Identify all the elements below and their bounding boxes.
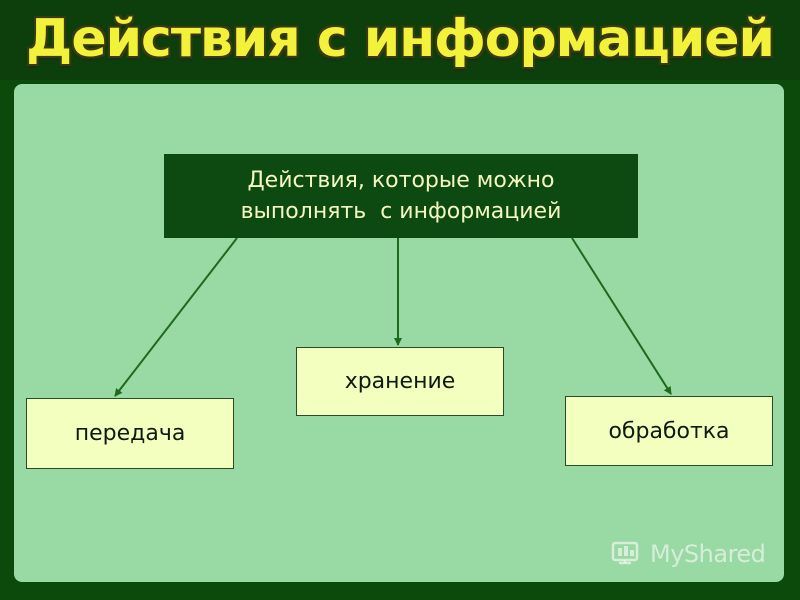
root-node-line-1: Действия, которые можно [247,168,555,193]
leaf-node-transfer: передача [26,398,234,469]
leaf-node-storage: хранение [296,347,504,416]
leaf-node-processing-label: обработка [608,418,730,444]
root-node: Действия, которые можно выполнять с инфо… [164,154,638,238]
watermark-text: MyShared [650,540,766,568]
leaf-node-transfer-label: передача [74,421,186,446]
root-node-line-2: выполнять с информацией [240,199,562,224]
leaf-node-storage-label: хранение [344,369,456,394]
watermark: MyShared [610,536,766,572]
title-bar: Действия с информацией [0,0,800,80]
root-node-text: Действия, которые можно выполнять с инфо… [241,165,562,227]
slide-title: Действия с информацией [26,9,775,69]
myshared-logo-icon [611,541,639,565]
leaf-node-processing: обработка [565,396,773,466]
